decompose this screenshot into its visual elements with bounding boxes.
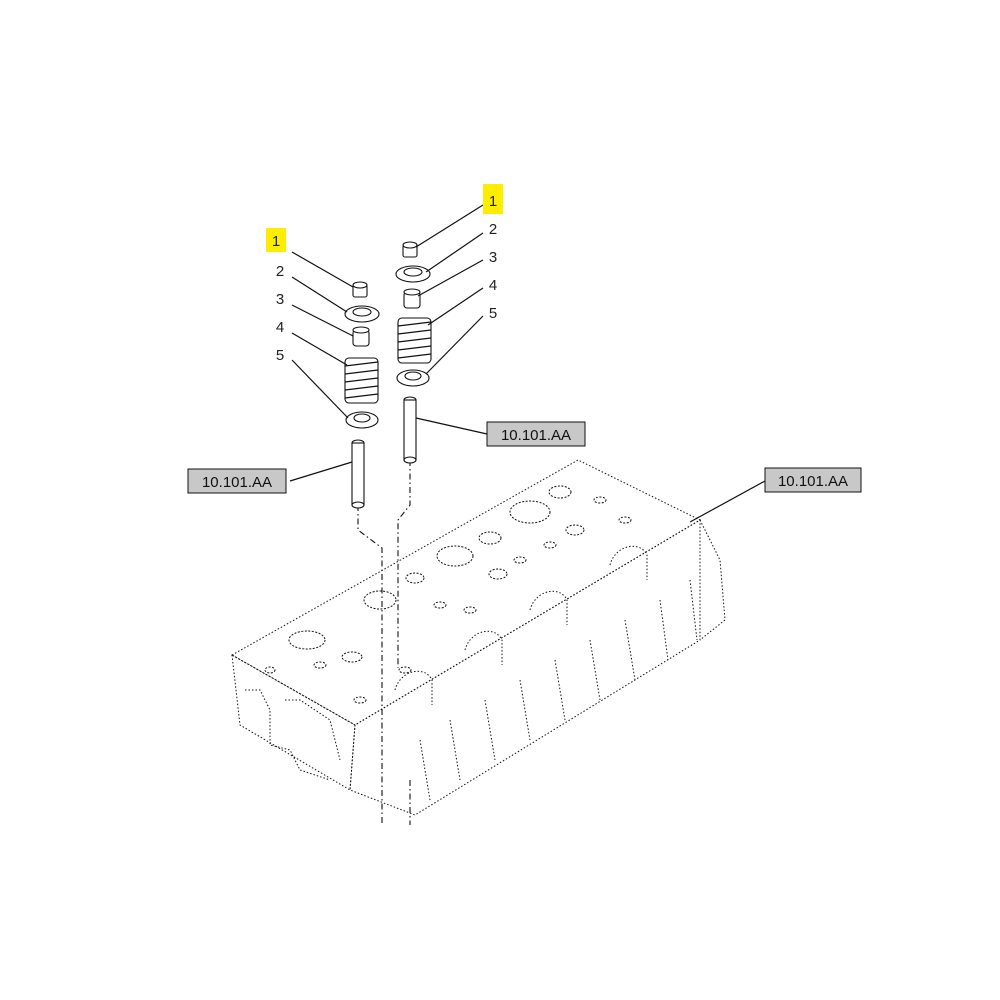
right-callout-3: 3 <box>489 249 497 266</box>
left-valve-guide <box>351 439 365 509</box>
right-valve-cotter <box>402 241 418 258</box>
left-valve-cotter <box>352 281 368 298</box>
right-valve-spring <box>397 317 432 364</box>
right-highlight-1 <box>483 184 503 214</box>
right-callout-5: 5 <box>489 305 497 322</box>
center-lines <box>357 460 411 825</box>
right-valve-stack <box>395 241 432 464</box>
cylinder-head <box>230 459 726 816</box>
left-stem-seal <box>352 326 370 347</box>
left-callout-3: 3 <box>276 291 284 308</box>
left-highlight-1 <box>266 228 286 252</box>
right-callout-4: 4 <box>489 277 497 294</box>
ref-box-left-guide[interactable]: 10.101.AA <box>187 468 287 494</box>
ref-box-right-guide[interactable]: 10.101.AA <box>486 421 586 447</box>
left-spring-retainer <box>344 305 380 323</box>
left-callouts: 1 2 3 4 5 <box>266 228 286 364</box>
left-valve-spring <box>344 357 379 404</box>
leader-lines <box>289 204 766 523</box>
right-spring-seat <box>396 369 430 387</box>
right-spring-retainer <box>395 265 431 283</box>
ref-box-cylinder-head[interactable]: 10.101.AA <box>764 467 862 493</box>
ref-label-right-guide: 10.101.AA <box>501 427 571 444</box>
head-holes <box>264 485 632 704</box>
left-callout-5: 5 <box>276 347 284 364</box>
ref-label-cylinder-head: 10.101.AA <box>778 473 848 490</box>
left-callout-2: 2 <box>276 263 284 280</box>
left-callout-4: 4 <box>276 319 284 336</box>
right-callout-2: 2 <box>489 221 497 238</box>
left-callout-1: 1 <box>272 233 280 250</box>
ref-label-left-guide: 10.101.AA <box>202 474 272 491</box>
left-valve-stack <box>344 281 380 509</box>
right-valve-guide <box>403 396 417 464</box>
left-spring-seat <box>345 411 379 429</box>
right-callouts: 1 2 3 4 5 <box>483 184 503 322</box>
right-stem-seal <box>403 288 421 309</box>
right-callout-1: 1 <box>489 193 497 210</box>
